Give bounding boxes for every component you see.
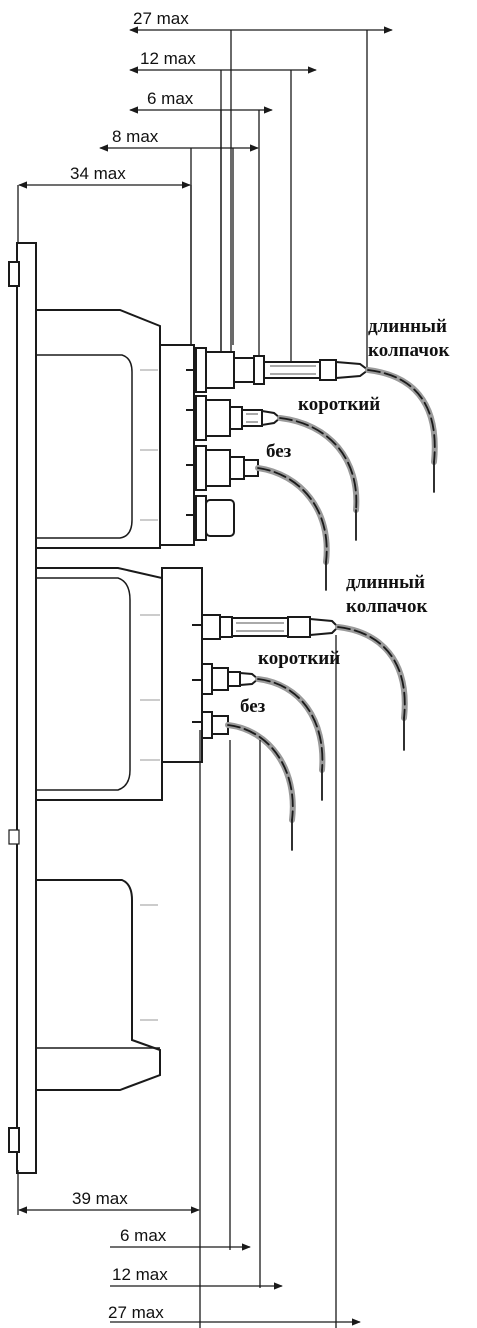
wires-group-1 bbox=[255, 367, 438, 591]
dim-label-12-top: 12 max bbox=[140, 49, 196, 68]
top-dimensions bbox=[17, 26, 393, 372]
dim-label-6-top: 6 max bbox=[147, 89, 194, 108]
dim-label-6-bottom: 6 max bbox=[120, 1226, 167, 1245]
label-long-line1-1: длинный bbox=[368, 316, 447, 337]
label-long-line2-2: колпачок bbox=[346, 596, 428, 617]
connector-no-cap-2 bbox=[201, 711, 229, 739]
dim-label-12-bottom: 12 max bbox=[112, 1265, 168, 1284]
connector-short-cap-1 bbox=[195, 395, 282, 441]
connector-plug-1 bbox=[195, 495, 235, 541]
dim-label-27-top: 27 max bbox=[133, 9, 189, 28]
dim-label-39-bottom: 39 max bbox=[72, 1189, 128, 1208]
label-none-1: без bbox=[266, 441, 292, 462]
dim-label-27-bottom: 27 max bbox=[108, 1303, 164, 1322]
label-short-2: короткий bbox=[258, 648, 340, 669]
dim-label-34-top: 34 max bbox=[70, 164, 126, 183]
dim-label-8-top: 8 max bbox=[112, 127, 159, 146]
label-none-2: без bbox=[240, 696, 266, 717]
connector-short-cap-2 bbox=[201, 663, 260, 695]
label-long-line1-2: длинный bbox=[346, 572, 425, 593]
bottom-dimensions bbox=[17, 635, 361, 1328]
wires-group-2 bbox=[225, 624, 408, 851]
gauge-body-1 bbox=[35, 309, 195, 549]
gauge-body-3 bbox=[35, 879, 161, 1091]
connector-long-cap-1 bbox=[195, 347, 370, 393]
label-short-1: короткий bbox=[298, 394, 380, 415]
label-long-line2-1: колпачок bbox=[368, 340, 450, 361]
gauge-body-2 bbox=[35, 567, 203, 801]
connector-no-cap-1 bbox=[195, 445, 259, 491]
connectors-group-2 bbox=[201, 614, 340, 739]
mounting-plate bbox=[8, 242, 37, 1174]
connector-long-cap-2 bbox=[201, 614, 340, 640]
